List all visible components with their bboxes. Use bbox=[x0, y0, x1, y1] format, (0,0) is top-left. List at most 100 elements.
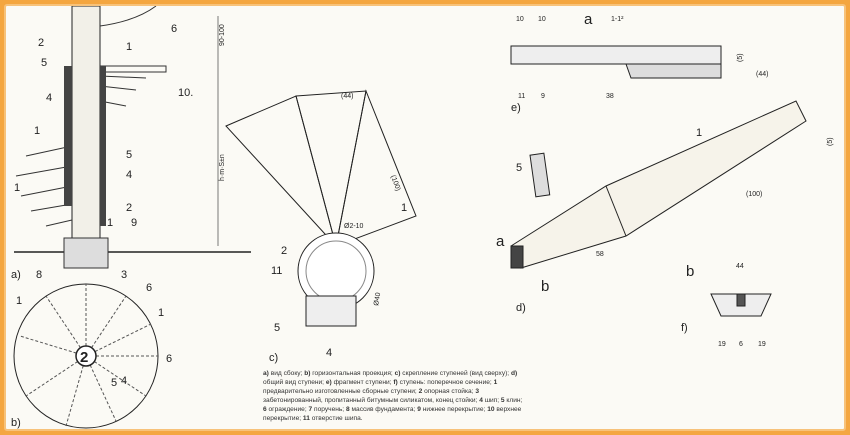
svg-text:6: 6 bbox=[739, 341, 743, 348]
caption-text: ступень: поперечное сечение; bbox=[397, 379, 494, 386]
caption-key: 8 bbox=[345, 406, 350, 413]
caption-text: скрепление ступеней (вид сверху); bbox=[400, 370, 511, 377]
svg-text:1: 1 bbox=[158, 307, 164, 319]
svg-text:2: 2 bbox=[80, 349, 88, 366]
svg-text:10: 10 bbox=[516, 16, 524, 23]
caption-key: 7 bbox=[308, 406, 313, 413]
view-b-plan: 2 1 6 6 5 4 1 b) bbox=[11, 282, 172, 429]
figure-caption: a) вид сбоку; b) горизонтальная проекция… bbox=[263, 369, 523, 423]
view-d-label: d) bbox=[516, 302, 526, 314]
caption-key: 1 bbox=[493, 379, 498, 386]
caption-text: горизонтальная проекция; bbox=[310, 370, 395, 377]
caption-text: поручень; bbox=[312, 406, 346, 413]
view-c-joining: 2 11 5 4 1 c) (44) (100) Ø2-10 Ø40 bbox=[225, 89, 417, 364]
caption-key: b) bbox=[304, 370, 311, 377]
svg-text:9: 9 bbox=[541, 93, 545, 100]
caption-text: ограждение; bbox=[266, 406, 309, 413]
svg-text:5: 5 bbox=[41, 57, 47, 69]
svg-text:9: 9 bbox=[131, 217, 137, 229]
svg-text:58: 58 bbox=[596, 251, 604, 258]
svg-text:2: 2 bbox=[38, 37, 44, 49]
svg-text:4: 4 bbox=[46, 92, 52, 104]
caption-key: 4 bbox=[479, 397, 483, 404]
caption-key: 9 bbox=[417, 406, 421, 413]
caption-key: a) bbox=[263, 370, 269, 377]
caption-text: фрагмент ступени; bbox=[331, 379, 394, 386]
caption-key: e) bbox=[325, 379, 332, 386]
svg-text:10.: 10. bbox=[178, 87, 193, 99]
caption-key: 6 bbox=[263, 406, 267, 413]
svg-text:2: 2 bbox=[281, 245, 287, 257]
svg-text:4: 4 bbox=[121, 375, 127, 387]
svg-text:1: 1 bbox=[126, 41, 132, 53]
svg-text:5: 5 bbox=[111, 377, 117, 389]
svg-text:38: 38 bbox=[606, 93, 614, 100]
post-diameter-dim: Ø40 bbox=[373, 292, 382, 306]
view-f-label: f) bbox=[681, 322, 688, 334]
svg-text:19: 19 bbox=[758, 341, 766, 348]
svg-text:(44): (44) bbox=[341, 93, 353, 100]
svg-text:5: 5 bbox=[516, 162, 522, 174]
step-thickness-dim: (5) bbox=[827, 137, 834, 146]
svg-text:(44): (44) bbox=[756, 71, 768, 78]
svg-text:1: 1 bbox=[34, 125, 40, 137]
view-d-step: 5 1 a b b (44) (100) (5) 58 d) bbox=[496, 71, 834, 314]
svg-text:1: 1 bbox=[401, 202, 407, 214]
svg-text:3: 3 bbox=[121, 269, 127, 281]
view-b-label: b) bbox=[11, 417, 21, 429]
tenon-diameter-dim: Ø2-10 bbox=[344, 223, 364, 230]
svg-text:10: 10 bbox=[538, 16, 546, 23]
svg-text:1: 1 bbox=[107, 217, 113, 229]
caption-text: шип; bbox=[482, 397, 501, 404]
svg-text:1-1²: 1-1² bbox=[611, 16, 624, 23]
svg-text:6: 6 bbox=[146, 282, 152, 294]
caption-text: нижнее перекрытие; bbox=[420, 406, 488, 413]
svg-text:(100): (100) bbox=[746, 191, 762, 198]
svg-text:1: 1 bbox=[696, 127, 702, 139]
svg-text:a: a bbox=[496, 233, 505, 250]
svg-text:2: 2 bbox=[126, 202, 132, 214]
svg-text:h·m·S±n: h·m·S±n bbox=[219, 154, 226, 181]
svg-text:1: 1 bbox=[16, 295, 22, 307]
caption-text: общий вид ступени; bbox=[263, 379, 326, 386]
caption-text: забетонированный, пропитанный битумным с… bbox=[263, 397, 480, 404]
svg-text:(100): (100) bbox=[389, 174, 401, 192]
caption-text: клин; bbox=[504, 397, 523, 404]
svg-text:b: b bbox=[686, 263, 694, 280]
svg-text:19: 19 bbox=[718, 341, 726, 348]
caption-key: 11 bbox=[302, 415, 310, 422]
svg-text:5: 5 bbox=[274, 322, 280, 334]
caption-key: 3 bbox=[475, 388, 479, 395]
caption-text: опорная стойка; bbox=[422, 388, 476, 395]
caption-text: верхнее перекрытие; bbox=[263, 406, 522, 422]
caption-key: 10 bbox=[487, 406, 495, 413]
caption-text: вид сбоку; bbox=[268, 370, 305, 377]
svg-text:8: 8 bbox=[36, 269, 42, 281]
svg-text:44: 44 bbox=[736, 263, 744, 270]
caption-key: d) bbox=[510, 370, 518, 377]
svg-text:a: a bbox=[584, 11, 593, 28]
svg-text:4: 4 bbox=[126, 169, 132, 181]
caption-text: предварительно изготовленные сборные сту… bbox=[263, 388, 419, 395]
svg-text:6: 6 bbox=[166, 353, 172, 365]
svg-text:1: 1 bbox=[14, 182, 20, 194]
svg-text:90-100: 90-100 bbox=[219, 24, 226, 46]
svg-text:6: 6 bbox=[171, 23, 177, 35]
view-c-label: c) bbox=[269, 352, 278, 364]
caption-text: массив фундамента; bbox=[349, 406, 418, 413]
caption-key: c) bbox=[394, 370, 401, 377]
caption-key: 2 bbox=[418, 388, 423, 395]
caption-text: отверстие шипа. bbox=[309, 415, 363, 422]
view-a-label: a) bbox=[11, 269, 21, 281]
caption-key: 5 bbox=[500, 397, 505, 404]
svg-text:11: 11 bbox=[518, 93, 525, 100]
view-e-fragment: a 10 10 1-1² (5) 11 9 38 e) bbox=[510, 11, 744, 114]
step-edge-dim: (5) bbox=[737, 53, 744, 62]
svg-text:11: 11 bbox=[271, 265, 282, 277]
view-f-section: 44 19 6 19 f) bbox=[681, 263, 772, 348]
caption-key: f) bbox=[393, 379, 398, 386]
svg-text:4: 4 bbox=[326, 347, 332, 359]
